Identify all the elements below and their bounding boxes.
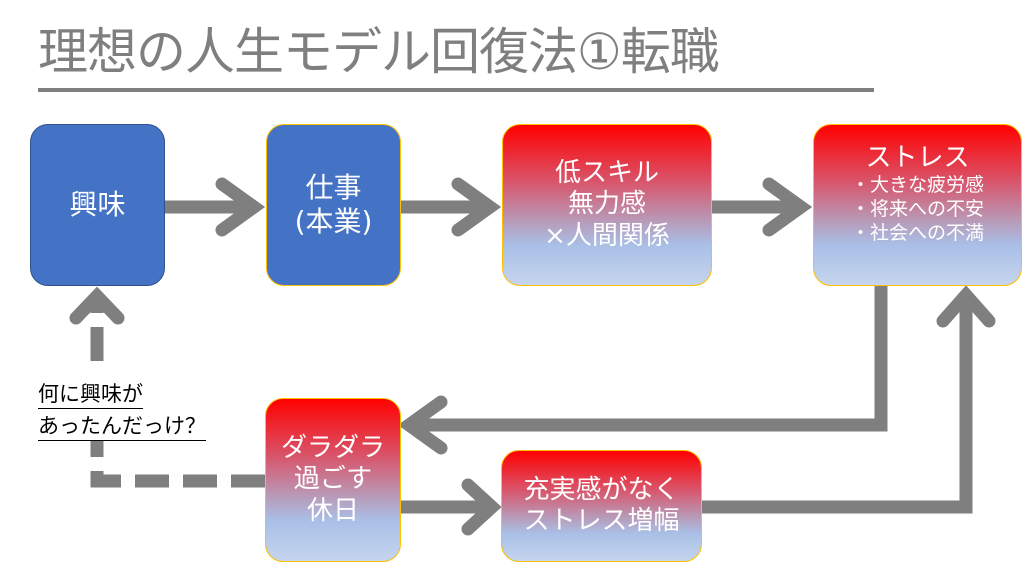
- arrow-stress-to-holiday: [418, 286, 888, 432]
- node-low-skill-line-3: ×人間関係: [544, 220, 670, 251]
- arrowhead-interest-to-work: [215, 177, 266, 237]
- arrowhead-nofulfillment-to-stress: [936, 285, 996, 328]
- arrow-nofulfillment-to-stress: [702, 300, 973, 514]
- arrowhead-lowskill-to-stress: [762, 177, 813, 237]
- node-work-label: 仕事: [305, 171, 362, 205]
- node-lazy-holiday: ダラダラ 過ごす 休日: [265, 398, 401, 562]
- node-interest: 興味: [30, 124, 165, 286]
- node-stress-item-1: ・大きな疲労感: [850, 174, 984, 197]
- node-work: 仕事 (本業): [266, 124, 401, 286]
- node-no-fulfillment-line-2: ストレス増幅: [523, 506, 680, 536]
- node-low-skill-line-2: 無力感: [567, 189, 646, 220]
- note-backdrop: [40, 370, 220, 440]
- arrow-holiday-to-interest-dashed: [90, 298, 265, 488]
- node-lazy-holiday-line-3: 休日: [306, 495, 359, 526]
- title-underline: [38, 88, 874, 92]
- node-interest-label: 興味: [69, 188, 126, 222]
- node-lazy-holiday-line-1: ダラダラ: [280, 433, 385, 464]
- node-low-skill-line-1: 低スキル: [554, 158, 659, 189]
- question-note-line-2: あったんだっけ？: [38, 412, 206, 441]
- node-work-sublabel: (本業): [294, 205, 373, 238]
- page-title: 理想の人生モデル回復法①転職: [38, 23, 720, 81]
- arrowhead-holiday-to-nofulfillment: [461, 478, 502, 536]
- arrowhead-stress-to-holiday: [397, 395, 448, 455]
- node-no-fulfillment-line-1: 充実感がなく: [523, 474, 680, 505]
- arrowhead-holiday-to-interest: [69, 286, 125, 325]
- node-no-fulfillment: 充実感がなく ストレス増幅: [501, 450, 702, 562]
- question-note-line-1: 何に興味が: [38, 380, 143, 409]
- arrowhead-work-to-lowskill: [451, 177, 502, 237]
- node-stress-item-2: ・将来への不安: [850, 197, 984, 220]
- node-stress-item-3: ・社会への不満: [850, 221, 984, 244]
- question-note: 何に興味が あったんだっけ？: [38, 378, 206, 442]
- node-lazy-holiday-line-2: 過ごす: [293, 464, 373, 495]
- node-stress: ストレス ・大きな疲労感 ・将来への不安 ・社会への不満: [813, 124, 1022, 286]
- node-stress-heading: ストレス: [865, 143, 970, 173]
- node-low-skill: 低スキル 無力感 ×人間関係: [502, 124, 712, 286]
